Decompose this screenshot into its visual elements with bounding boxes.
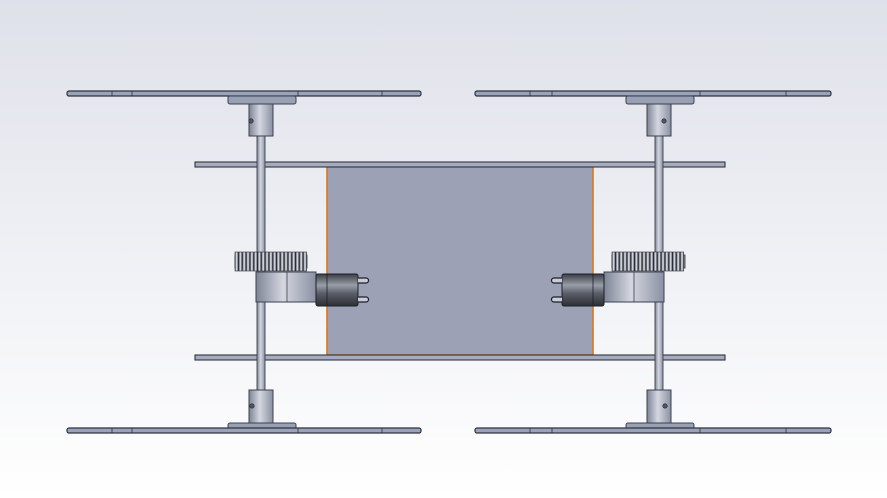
motor-right[interactable] [550,273,605,307]
motor-left[interactable] [315,273,370,307]
rail-top[interactable] [194,161,726,168]
blade-top-left[interactable] [66,90,422,137]
blade-bottom-right[interactable] [474,389,832,434]
blade-bottom-left[interactable] [66,389,422,434]
base-plate[interactable] [326,165,594,356]
blade-top-right[interactable] [474,90,832,137]
gear-right[interactable] [611,251,686,272]
gearbox-right[interactable] [603,271,665,303]
gear-left[interactable] [234,251,308,272]
gearbox-left[interactable] [255,271,317,303]
rail-bottom[interactable] [194,354,726,361]
